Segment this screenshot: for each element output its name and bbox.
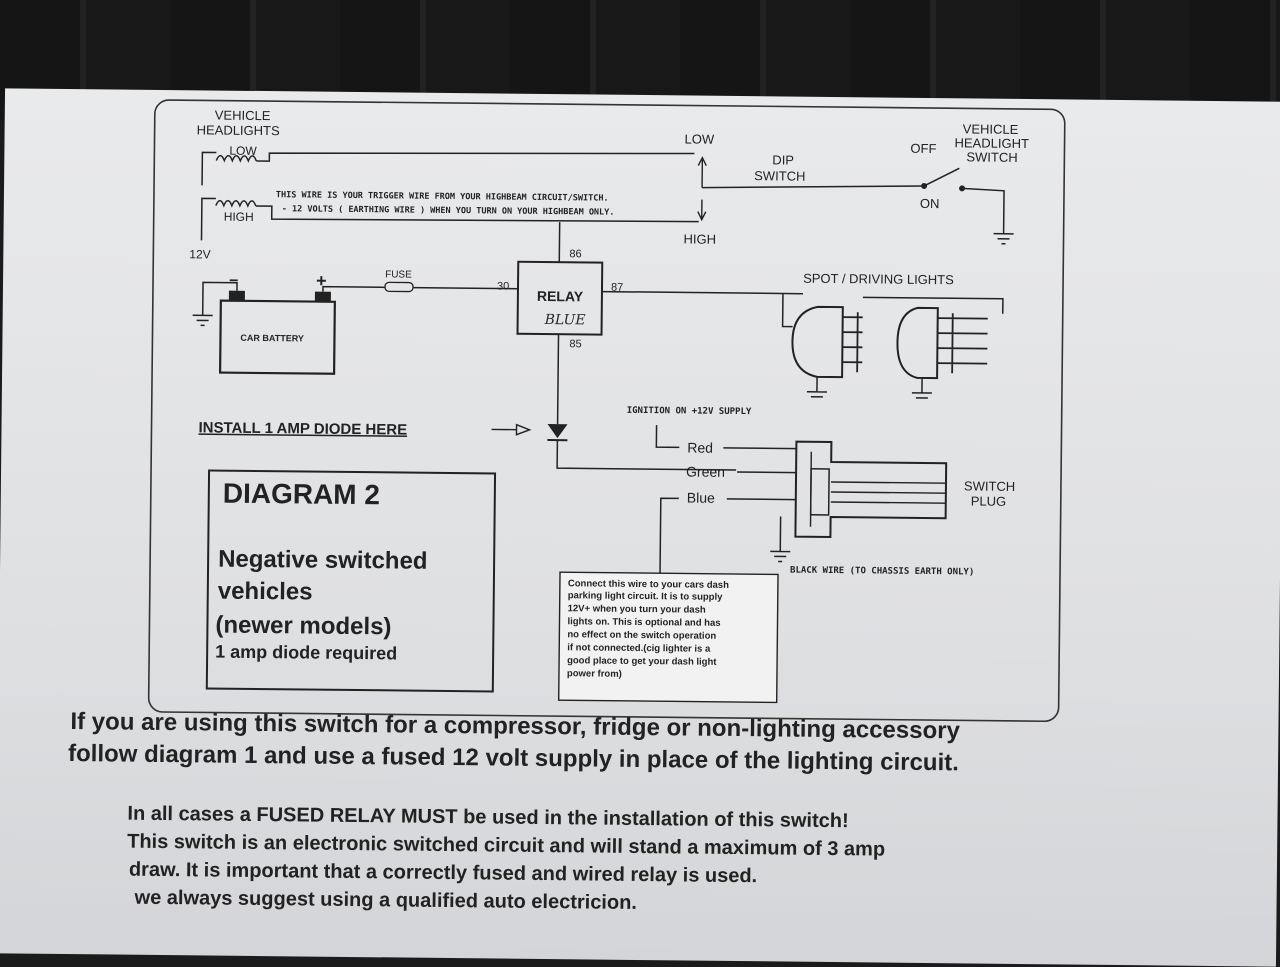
low-left-label: LOW bbox=[229, 144, 257, 158]
dash-note-box bbox=[557, 571, 779, 704]
relay-handwritten: BLUE bbox=[544, 312, 586, 328]
diagram-title: DIAGRAM 2 bbox=[223, 478, 380, 511]
footer-para1-line1: If you are using this switch for a compr… bbox=[70, 708, 960, 744]
pin-87-label: 87 bbox=[611, 282, 623, 294]
footer-para1-line2: follow diagram 1 and use a fused 12 volt… bbox=[68, 740, 959, 776]
switch-plug-label-2: PLUG bbox=[971, 493, 1007, 508]
install-diode-label: INSTALL 1 AMP DIODE HERE bbox=[198, 419, 407, 438]
dash-note-line-1: Connect this wire to your cars dash bbox=[568, 578, 729, 591]
high-coil-icon bbox=[215, 199, 257, 208]
high-left-label: HIGH bbox=[224, 210, 254, 224]
high-right-label: HIGH bbox=[683, 231, 716, 246]
battery-minus-sign: − bbox=[229, 273, 239, 290]
wiring-diagram: VEHICLE HEADLIGHTS LOW HIGH 12V THIS WIR… bbox=[68, 99, 1066, 914]
switch-plug-label-1: SWITCH bbox=[964, 478, 1015, 494]
dash-note-line-4: lights on. This is optional and has bbox=[567, 616, 720, 629]
diode-arrow-icon bbox=[491, 423, 532, 436]
diode-icon bbox=[547, 424, 568, 439]
footer-para2-line1: In all cases a FUSED RELAY MUST be used … bbox=[127, 803, 848, 833]
footer-para2-line3: draw. It is important that a correctly f… bbox=[129, 859, 758, 888]
instruction-sheet: VEHICLE HEADLIGHTS LOW HIGH 12V THIS WIR… bbox=[0, 88, 1280, 967]
diagram-frame bbox=[147, 99, 1066, 723]
wire-red-label: Red bbox=[687, 439, 713, 455]
dash-note-line-8: power from) bbox=[567, 668, 622, 680]
vehicle-headlights-label-1: VEHICLE bbox=[215, 108, 271, 124]
car-battery-label: CAR BATTERY bbox=[240, 333, 304, 344]
black-wire-label: BLACK WIRE (TO CHASSIS EARTH ONLY) bbox=[790, 566, 974, 578]
dip-arrows-icon bbox=[697, 156, 707, 222]
dip-switch-label-1: DIP bbox=[772, 152, 794, 167]
battery-negative-terminal bbox=[228, 290, 245, 301]
pin-86-label: 86 bbox=[569, 248, 581, 260]
diagram-title-box bbox=[205, 469, 497, 693]
spot-light-2-icon bbox=[896, 306, 939, 380]
diagram-requirement: 1 amp diode required bbox=[215, 642, 397, 664]
low-coil-icon bbox=[215, 154, 258, 163]
switch-plug-icon bbox=[794, 440, 948, 539]
footer-para2-line4: we always suggest using a qualified auto… bbox=[133, 887, 637, 914]
car-battery-box bbox=[218, 299, 336, 375]
battery-positive-terminal bbox=[314, 291, 331, 302]
dash-note-line-2: parking light circuit. It is to supply bbox=[568, 590, 723, 603]
chassis-ground-icon bbox=[770, 516, 791, 563]
battery-plus-sign: + bbox=[316, 271, 327, 291]
wire-blue-label: Blue bbox=[687, 489, 715, 505]
relay-box bbox=[516, 260, 604, 336]
off-label: OFF bbox=[910, 141, 936, 156]
diagram-sub-2: vehicles bbox=[218, 578, 313, 606]
low-right-label: LOW bbox=[684, 131, 714, 146]
fuse-label: FUSE bbox=[385, 269, 412, 280]
relay-label: RELAY bbox=[537, 288, 584, 304]
dash-note-line-3: 12V+ when you turn your dash bbox=[568, 603, 706, 615]
dash-note-line-7: good place to get your dash light bbox=[567, 655, 717, 668]
dash-note-line-5: no effect on the switch operation bbox=[567, 629, 716, 642]
ignition-supply-label: IGNITION ON +12V SUPPLY bbox=[627, 406, 752, 417]
diagram-sub-3: (newer models) bbox=[215, 612, 391, 641]
12v-label: 12V bbox=[189, 247, 211, 261]
headlight-switch-label-2: HEADLIGHT bbox=[954, 135, 1029, 151]
headlight-switch-label-3: SWITCH bbox=[966, 149, 1017, 165]
trigger-note-1: THIS WIRE IS YOUR TRIGGER WIRE FROM YOUR… bbox=[276, 190, 609, 203]
battery-ground-icon bbox=[192, 314, 213, 327]
footer-para2-line2: This switch is an electronic switched ci… bbox=[127, 831, 885, 861]
wire-green-label: Green bbox=[686, 463, 725, 479]
headlight-switch-label-1: VEHICLE bbox=[963, 121, 1019, 137]
fuse-icon bbox=[384, 281, 414, 293]
ground-icon bbox=[993, 232, 1014, 245]
dip-switch-label-2: SWITCH bbox=[754, 168, 805, 184]
spot-light-1-icon bbox=[791, 305, 844, 379]
pin-85-label: 85 bbox=[569, 338, 581, 350]
pin-30-label: 30 bbox=[497, 280, 509, 292]
dash-note-line-6: if not connected.(cig lighter is a bbox=[567, 642, 711, 655]
spot-lights-label: SPOT / DRIVING LIGHTS bbox=[803, 271, 954, 288]
diagram-sub-1: Negative switched bbox=[218, 546, 428, 575]
on-label: ON bbox=[920, 196, 940, 211]
vehicle-headlights-label-2: HEADLIGHTS bbox=[197, 122, 281, 138]
trigger-note-2: - 12 VOLTS ( EARTHING WIRE ) WHEN YOU TU… bbox=[282, 204, 615, 217]
